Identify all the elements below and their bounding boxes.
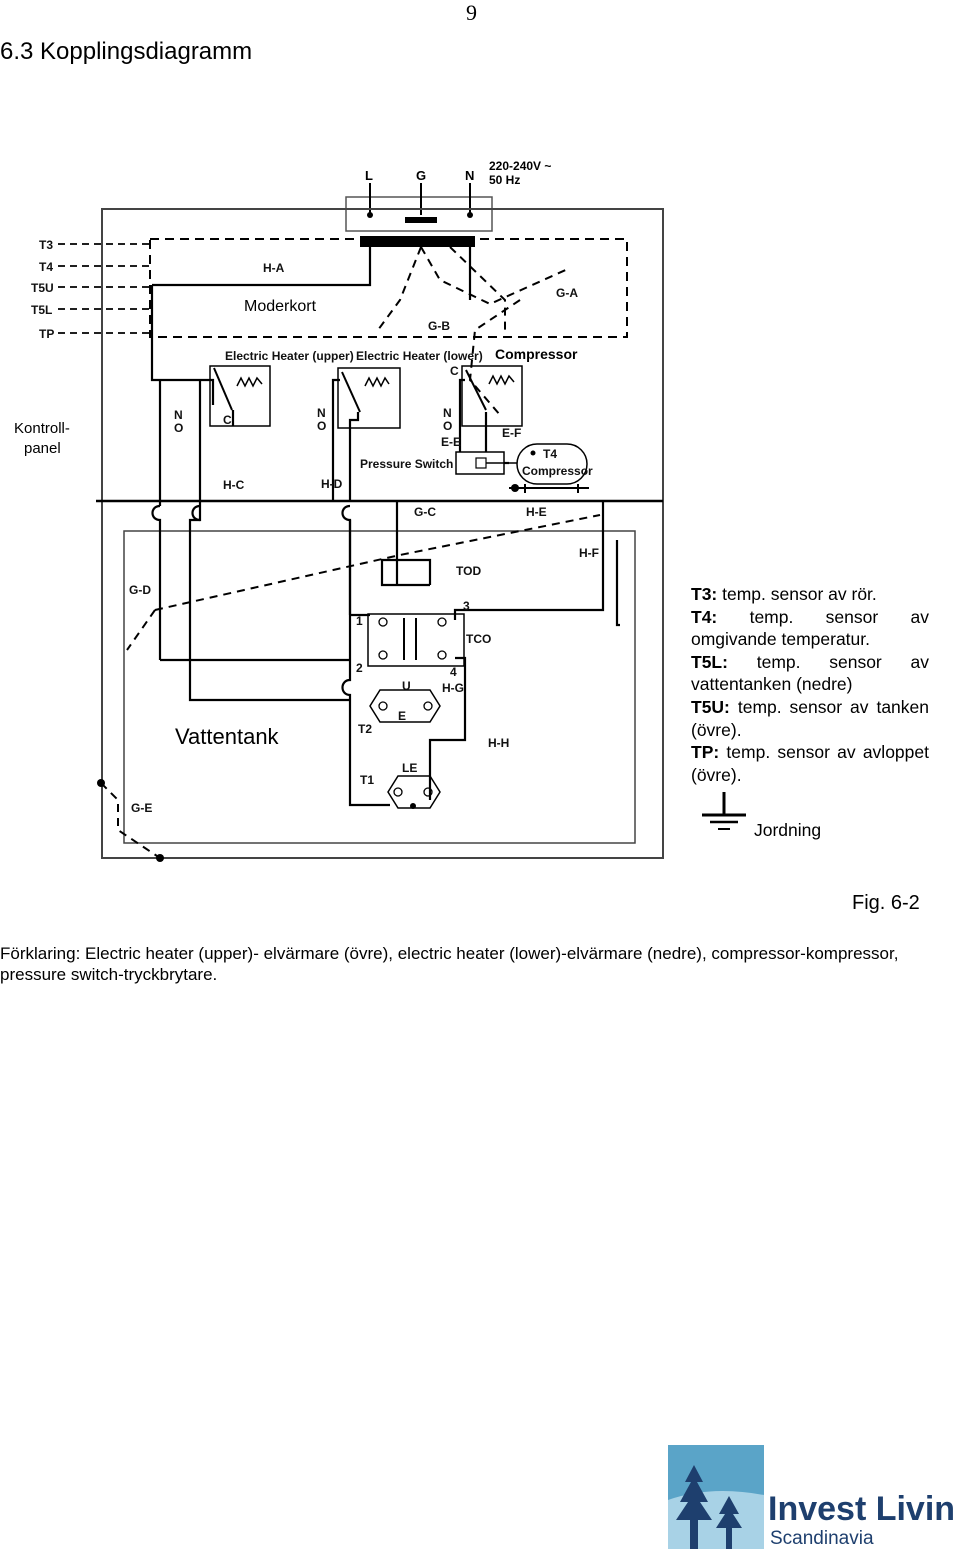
sensor-label-t4: T4 — [39, 260, 53, 274]
conductor-h-d: H-D — [321, 477, 343, 491]
conductor-g-e: G-E — [131, 801, 152, 815]
supply-n-label: N — [465, 168, 474, 183]
relay-heater-upper — [209, 365, 271, 427]
conductor-g-d: G-D — [129, 583, 151, 597]
tod-label: TOD — [456, 564, 481, 578]
mainboard-box — [149, 238, 628, 338]
tco-pin1-label: 1 — [356, 614, 363, 628]
heating-element-upper — [369, 689, 441, 723]
power-wires — [150, 247, 620, 807]
logo-text-scandinavia: Scandinavia — [770, 1528, 874, 1549]
pressure-switch-label: Pressure Switch — [360, 457, 453, 471]
compressor-t4-label: T4 — [543, 447, 557, 461]
heating-element-lower — [387, 775, 441, 809]
compressor-unit-label: Compressor — [522, 464, 593, 478]
sensor-leads — [58, 243, 150, 334]
relay-n-label-3: N — [443, 406, 452, 420]
wiring-diagram: L G N 220-240V ~ 50 Hz Moderkort T3 T4 T… — [14, 159, 821, 862]
relay-c-label-1: C — [223, 413, 232, 427]
supply-voltage: 220-240V ~ — [489, 159, 551, 173]
conductor-e-f: E-F — [502, 426, 521, 440]
relay-n-label-2: N — [317, 406, 326, 420]
tco-pin3-label: 3 — [463, 599, 470, 613]
relay-o-label-1: O — [174, 421, 183, 435]
relay-c-label-2: C — [450, 364, 459, 378]
legend-t5u: T5U: temp. sensor av tanken (övre). — [691, 696, 929, 740]
conductor-h-f: H-F — [579, 546, 599, 560]
sensor-label-t5l: T5L — [31, 303, 52, 317]
conductor-g-c: G-C — [414, 505, 436, 519]
sensor-legend: T3: temp. sensor av rör. T4: temp. senso… — [691, 583, 929, 786]
supply-terminal-block — [345, 183, 493, 247]
relay-heater-lower — [337, 367, 401, 429]
mainboard-label: Moderkort — [244, 298, 317, 315]
compressor-unit — [509, 443, 589, 493]
relay-compressor — [461, 365, 523, 427]
tco-pin2-label: 2 — [356, 661, 363, 675]
element-t1-label: T1 — [360, 773, 374, 787]
figure-caption: Förklaring: Electric heater (upper)- elv… — [0, 944, 899, 984]
supply-g-label: G — [416, 168, 426, 183]
ground-bar — [360, 236, 475, 247]
conductor-g-a: G-A — [556, 286, 578, 300]
element-e-label: E — [398, 709, 406, 723]
compressor-label: Compressor — [495, 346, 578, 362]
invest-living-logo: Invest Living Scandinavia — [668, 1445, 955, 1549]
ground-symbol-icon — [702, 792, 746, 830]
legend-t3: T3: temp. sensor av rör. — [691, 584, 877, 604]
tco-thermostat — [367, 613, 465, 667]
conductor-h-e: H-E — [526, 505, 547, 519]
ground-wires — [100, 246, 601, 859]
ground-legend-label: Jordning — [754, 820, 821, 840]
element-le-label: LE — [402, 761, 417, 775]
tco-pin4-label: 4 — [450, 665, 457, 679]
element-u-label: U — [402, 679, 411, 693]
legend-t4: T4: temp. sensor av omgivande temperatur… — [691, 606, 929, 650]
legend-tp: TP: temp. sensor av avloppet (övre). — [691, 742, 929, 785]
supply-frequency: 50 Hz — [489, 173, 520, 187]
unit-frame — [101, 208, 664, 859]
sensor-label-tp: TP — [39, 327, 54, 341]
relay-o-label-2: O — [317, 419, 326, 433]
legend-t5l: T5L: temp. sensor av vattentanken (nedre… — [691, 651, 929, 695]
page-title: 6.3 Kopplingsdiagramm — [0, 38, 253, 65]
heater-lower-label: Electric Heater (lower) — [356, 349, 483, 363]
sensor-label-t5u: T5U — [31, 281, 54, 295]
heater-upper-label: Electric Heater (upper) — [225, 349, 354, 363]
tco-label: TCO — [466, 632, 491, 646]
page-number: 9 — [466, 0, 477, 25]
conductor-h-g: H-G — [442, 681, 464, 695]
element-t2-label: T2 — [358, 722, 372, 736]
supply-l-label: L — [365, 168, 373, 183]
conductor-h-h: H-H — [488, 736, 509, 750]
relay-n-label-1: N — [174, 408, 183, 422]
control-panel-label: Kontroll- panel — [14, 420, 74, 457]
water-tank-label: Vattentank — [175, 724, 280, 749]
conductor-e-e: E-E — [441, 435, 461, 449]
water-tank-frame — [123, 530, 636, 844]
conductor-g-b: G-B — [428, 319, 450, 333]
relay-o-label-3: O — [443, 419, 452, 433]
figure-label: Fig. 6-2 — [852, 892, 920, 914]
conductor-h-c: H-C — [223, 478, 245, 492]
logo-text-invest-living: Invest Living — [768, 1490, 955, 1528]
sensor-label-t3: T3 — [39, 238, 53, 252]
conductor-h-a: H-A — [263, 261, 285, 275]
